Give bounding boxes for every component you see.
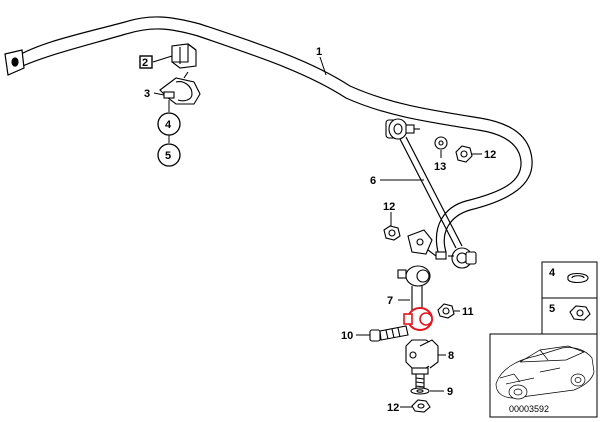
pendulum-support [397, 265, 431, 312]
callout-circle-5 [157, 143, 181, 167]
callout-12-upper: 12 [484, 149, 496, 161]
clevis-bracket [405, 339, 439, 390]
callout-7: 7 [387, 295, 393, 307]
callout-box-2 [139, 55, 153, 69]
callout-12-middle: 12 [383, 201, 395, 213]
callout-2: 2 [142, 57, 148, 69]
callout-5: 5 [165, 150, 171, 162]
callout-4: 4 [165, 119, 172, 131]
rubber-mounting-part [171, 43, 197, 69]
callout-8: 8 [448, 350, 454, 362]
vehicle-thumbnail: 00003592 [489, 333, 598, 418]
callout-3: 3 [144, 88, 150, 100]
highlighted-bushing [403, 307, 433, 331]
legend-5-label: 5 [549, 303, 555, 315]
callout-1: 1 [316, 46, 322, 58]
callout-6: 6 [370, 175, 376, 187]
callout-13: 13 [434, 161, 446, 173]
washer-part [434, 136, 448, 150]
legend-4-label: 4 [549, 267, 556, 279]
callout-9: 9 [447, 386, 453, 398]
stabilizer-link [385, 118, 477, 269]
hex-nut-upper [455, 145, 473, 163]
clip-icon [567, 272, 589, 284]
washer-lower [410, 387, 430, 395]
hex-nut-right [437, 303, 455, 319]
legend-panel: 4 5 [541, 261, 598, 335]
nut-icon [569, 305, 591, 321]
link-mount-bracket [407, 229, 447, 260]
hex-nut-middle [383, 225, 401, 241]
bracket-part [159, 71, 201, 105]
hex-nut-lower [411, 399, 431, 413]
callout-10: 10 [341, 330, 353, 342]
bar-end-left [4, 49, 25, 76]
diagram-id: 00003592 [509, 404, 549, 414]
stabilizer-bar [13, 16, 533, 253]
bolt-part [369, 325, 409, 342]
callout-12-lower: 12 [387, 402, 399, 414]
callout-11: 11 [462, 306, 474, 318]
